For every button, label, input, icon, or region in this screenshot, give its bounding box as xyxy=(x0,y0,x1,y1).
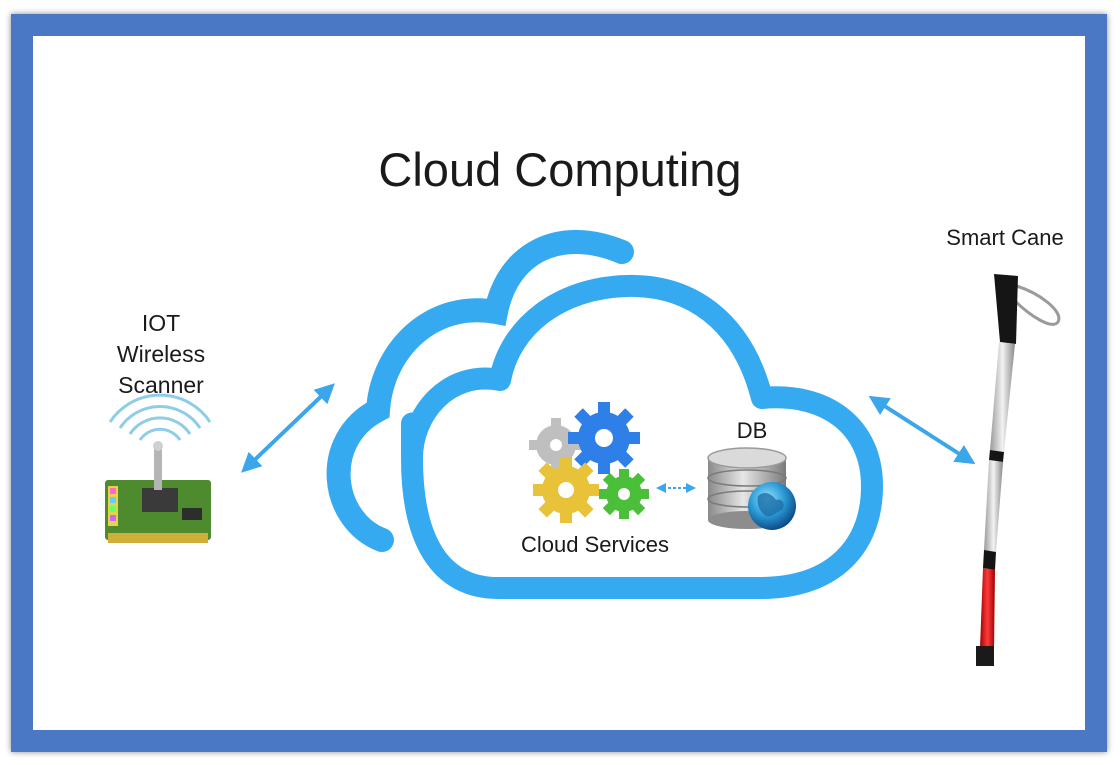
smart-cane-label: Smart Cane xyxy=(946,225,1064,250)
cloud-services-label: Cloud Services xyxy=(521,532,669,557)
iot-label-line-3: Scanner xyxy=(118,372,204,398)
cloud-icon xyxy=(400,274,883,599)
smart-cane-icon xyxy=(976,274,1061,666)
cloud-back-outline xyxy=(326,230,634,552)
blue-frame xyxy=(11,14,1107,752)
iot-label-line-2: Wireless xyxy=(116,341,206,367)
db-label: DB xyxy=(736,418,768,443)
iot-scanner-label: IOT Wireless Scanner xyxy=(96,308,226,401)
globe-icon xyxy=(748,482,796,530)
arrow-scanner-cloud xyxy=(241,383,335,473)
diagram-title: Cloud Computing xyxy=(378,143,742,196)
gears-icon xyxy=(529,402,649,523)
wireless-scanner-icon xyxy=(105,393,212,543)
arrow-cloud-cane xyxy=(868,395,976,465)
iot-label-line-1: IOT xyxy=(141,310,181,336)
